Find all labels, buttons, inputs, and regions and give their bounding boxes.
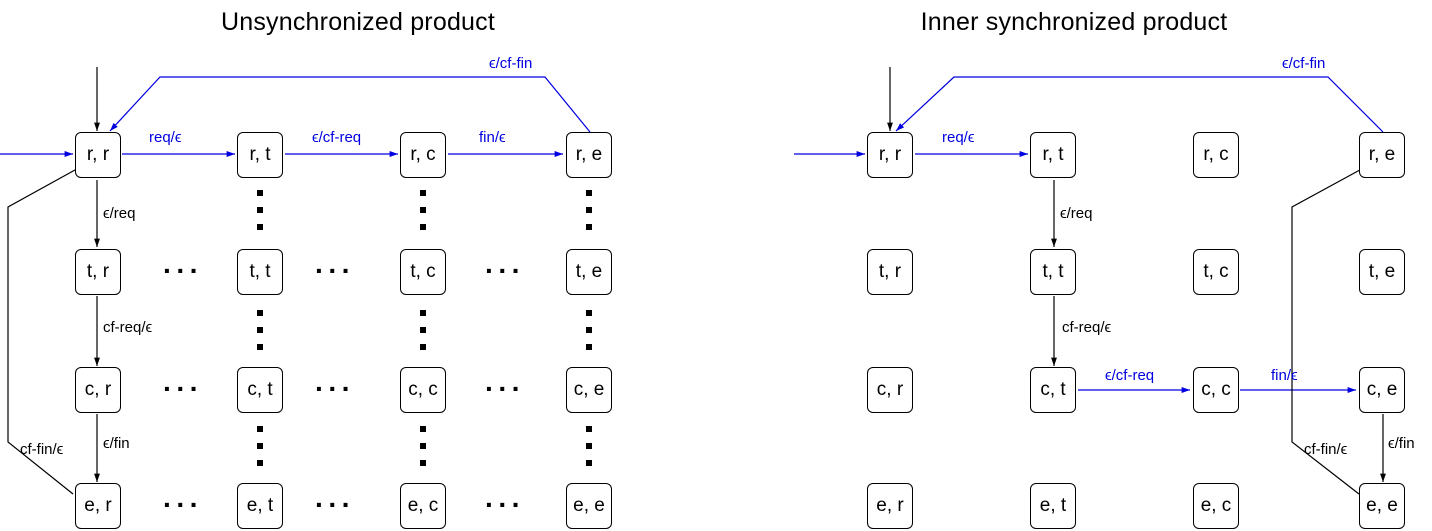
ellipsis-h: ··· xyxy=(315,373,355,404)
label-eps-cfreq: ϵ/cf-req xyxy=(312,129,362,146)
state-cc: c, c xyxy=(1193,367,1239,413)
edge-re-rr xyxy=(109,76,591,133)
ellipsis-h: ··· xyxy=(163,489,203,520)
ellipsis-h: ··· xyxy=(485,373,525,404)
state-ce: c, e xyxy=(566,367,612,413)
label-cffin-eps: cf-fin/ϵ xyxy=(20,441,64,458)
label-eps-cffin: ϵ/cf-fin xyxy=(489,55,533,72)
state-cc: c, c xyxy=(400,367,446,413)
state-tt: t, t xyxy=(237,249,283,295)
state-er: e, r xyxy=(867,483,913,529)
ellipsis-h: ··· xyxy=(315,255,355,286)
state-ce: c, e xyxy=(1359,367,1405,413)
left-edges xyxy=(0,67,591,495)
state-ec: e, c xyxy=(1193,483,1239,529)
state-tr: t, r xyxy=(867,249,913,295)
state-et: e, t xyxy=(1030,483,1076,529)
edge-ee-re xyxy=(1291,164,1370,495)
state-ee: e, e xyxy=(1359,483,1405,529)
state-er: e, r xyxy=(75,483,121,529)
label-req-eps: req/ϵ xyxy=(149,129,182,146)
state-tc: t, c xyxy=(1193,249,1239,295)
right-diagram-title: Inner synchronized product xyxy=(920,8,1228,36)
label-eps-cffin: ϵ/cf-fin xyxy=(1282,55,1326,72)
ellipsis-h: ··· xyxy=(163,373,203,404)
ellipsis-h: ··· xyxy=(163,255,203,286)
state-rr: r, r xyxy=(867,132,913,178)
edge-er-rr xyxy=(7,164,85,495)
ellipsis-h: ··· xyxy=(485,255,525,286)
state-te: t, e xyxy=(1359,249,1405,295)
label-eps-cfreq: ϵ/cf-req xyxy=(1105,367,1155,384)
state-tt: t, t xyxy=(1030,249,1076,295)
label-cffin-eps: cf-fin/ϵ xyxy=(1304,441,1348,458)
state-rt: r, t xyxy=(237,132,283,178)
state-ee: e, e xyxy=(566,483,612,529)
label-req-eps: req/ϵ xyxy=(942,129,975,146)
inner-synchronized-product-diagram: Inner synchronized product r, r r, t r, … xyxy=(716,0,1432,531)
state-rc: r, c xyxy=(400,132,446,178)
state-ct: c, t xyxy=(237,367,283,413)
label-cfreq-eps: cf-req/ϵ xyxy=(103,319,153,336)
state-rr: r, r xyxy=(75,132,121,178)
state-cr: c, r xyxy=(75,367,121,413)
state-tr: t, r xyxy=(75,249,121,295)
state-ct: c, t xyxy=(1030,367,1076,413)
state-re: r, e xyxy=(566,132,612,178)
vertical-ellipsis xyxy=(257,190,592,466)
state-rt: r, t xyxy=(1030,132,1076,178)
state-tc: t, c xyxy=(400,249,446,295)
state-re: r, e xyxy=(1359,132,1405,178)
state-et: e, t xyxy=(237,483,283,529)
left-diagram-title: Unsynchronized product xyxy=(221,8,495,36)
label-eps-fin: ϵ/fin xyxy=(1388,435,1415,452)
label-fin-eps: fin/ϵ xyxy=(1271,367,1298,384)
label-eps-req: ϵ/req xyxy=(103,205,136,222)
state-te: t, e xyxy=(566,249,612,295)
label-fin-eps: fin/ϵ xyxy=(479,129,506,146)
label-eps-fin: ϵ/fin xyxy=(103,435,130,452)
state-rc: r, c xyxy=(1193,132,1239,178)
right-edges xyxy=(794,67,1386,495)
edge-re-rr xyxy=(895,76,1384,133)
label-eps-req: ϵ/req xyxy=(1060,205,1093,222)
ellipsis-h: ··· xyxy=(485,489,525,520)
unsynchronized-product-diagram: Unsynchronized product r, r r, t r, c r,… xyxy=(0,8,612,529)
state-cr: c, r xyxy=(867,367,913,413)
label-cfreq-eps: cf-req/ϵ xyxy=(1062,319,1112,336)
state-ec: e, c xyxy=(400,483,446,529)
ellipsis-h: ··· xyxy=(315,489,355,520)
